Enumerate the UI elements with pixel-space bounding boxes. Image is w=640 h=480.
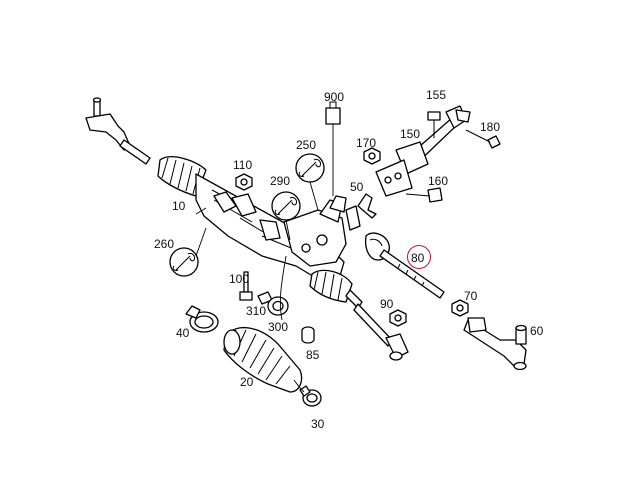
wrench-icon — [295, 153, 325, 183]
callout-180: 180 — [480, 120, 501, 134]
boot-20 — [223, 326, 303, 393]
callout-70: 70 — [464, 289, 478, 303]
wrench-icon — [271, 191, 301, 221]
document-icon — [325, 101, 341, 125]
callout-150: 150 — [400, 127, 421, 141]
bolt-180 — [465, 129, 501, 149]
nut-110 — [235, 173, 253, 191]
callout-60: 60 — [530, 324, 544, 338]
nut-170 — [363, 147, 381, 165]
callout-300: 300 — [268, 320, 289, 334]
right-rack-boot — [309, 269, 363, 309]
inner-tie-rod — [364, 232, 445, 299]
left-tie-rod-end — [85, 97, 151, 165]
callout-900: 900 — [324, 90, 345, 104]
callout-80[interactable]: 80 — [411, 251, 425, 265]
callout-170: 170 — [356, 136, 377, 150]
clamp-40 — [185, 305, 219, 333]
callout-100: 100 — [229, 272, 250, 286]
wrench-icon — [169, 247, 199, 277]
right-tie-rod-on-rack — [353, 303, 409, 361]
callout-160: 160 — [428, 174, 449, 188]
highlight-ring-80 — [407, 245, 431, 269]
callout-50: 50 — [350, 180, 364, 194]
callout-260: 260 — [154, 237, 175, 251]
callout-250: 250 — [296, 138, 317, 152]
bolt-160 — [405, 187, 443, 203]
steering-shaft — [375, 105, 471, 197]
callout-40: 40 — [176, 326, 190, 340]
bolt-100 — [239, 271, 253, 301]
right-tie-rod-end — [463, 317, 527, 371]
clip-50 — [357, 193, 377, 219]
clamp-30 — [299, 385, 322, 407]
sleeve-85 — [301, 326, 315, 344]
callout-20: 20 — [240, 375, 254, 389]
leader-lines — [195, 124, 334, 393]
callout-290: 290 — [270, 174, 291, 188]
callout-155: 155 — [426, 88, 447, 102]
callout-110: 110 — [233, 158, 253, 172]
seal-300 — [267, 296, 289, 316]
callout-10: 10 — [172, 199, 186, 213]
callout-90: 90 — [380, 297, 394, 311]
nut-90 — [389, 309, 407, 327]
valve-housing — [283, 195, 361, 267]
nut-70 — [451, 299, 469, 317]
callout-310: 310 — [246, 304, 267, 318]
bolt-155 — [427, 111, 441, 138]
callout-85: 85 — [306, 348, 320, 362]
callout-30: 30 — [311, 417, 325, 431]
